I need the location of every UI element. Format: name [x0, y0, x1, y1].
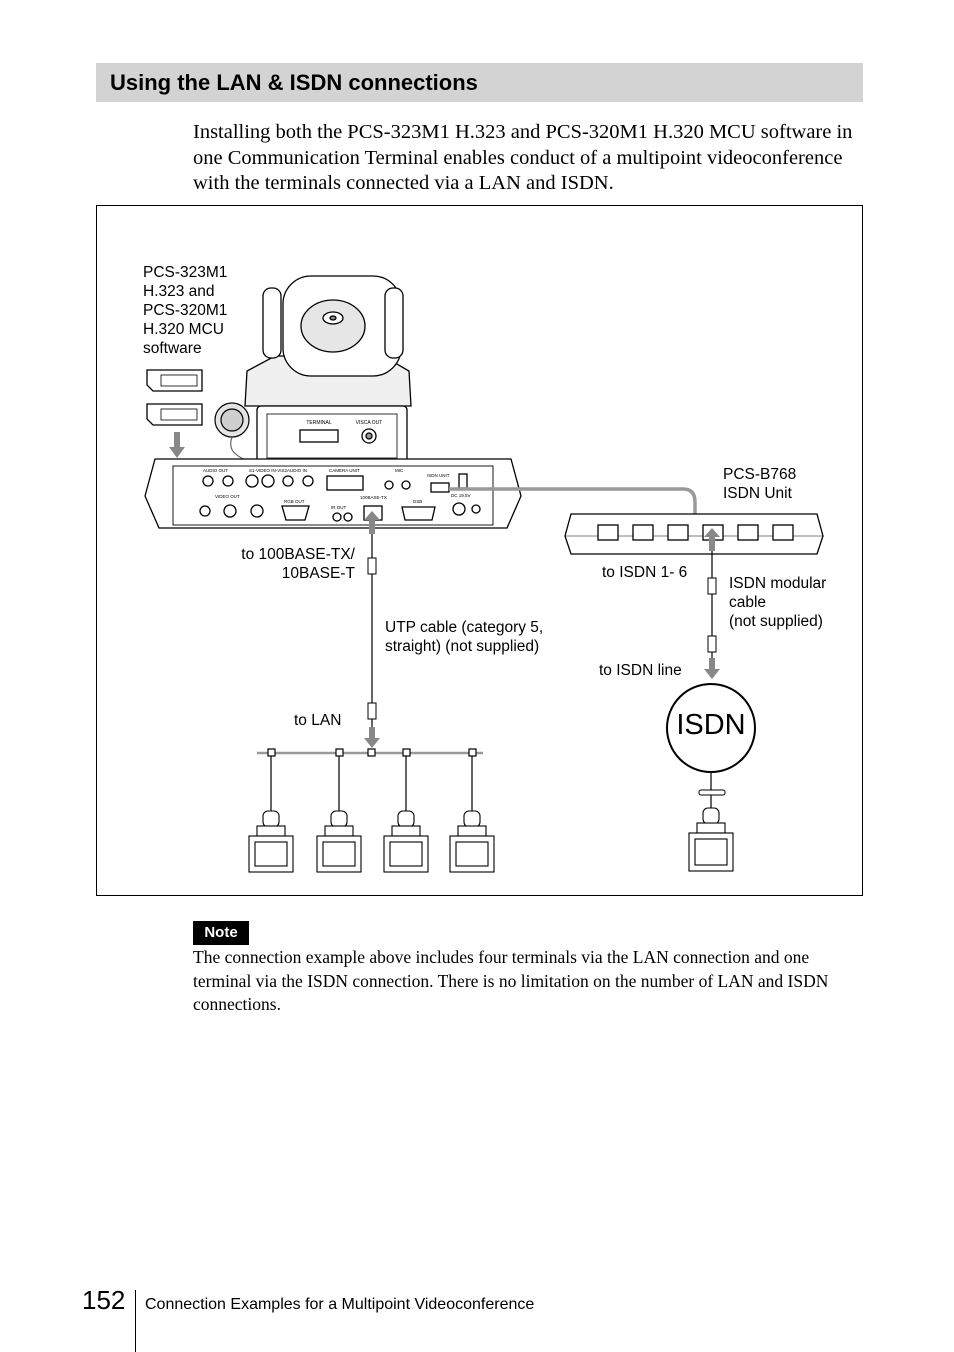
isdn-terminal: [688, 807, 734, 872]
panel-label-audio-out: AUDIO OUT: [203, 468, 228, 473]
isdn-modular-cable-label: ISDN modular cable (not supplied): [729, 575, 827, 630]
isdn-network-label: ISDN: [676, 709, 746, 741]
panel-label-rgb-out: RGB OUT: [284, 499, 305, 504]
panel-label-mic: MIC: [395, 468, 404, 473]
isdn-unit-cable: [449, 487, 697, 514]
isdn-unit-label: PCS-B768 ISDN Unit: [723, 466, 797, 502]
lan-terminal: [449, 810, 495, 873]
panel-label-ir-out: IR OUT: [331, 505, 347, 510]
footer-divider: [135, 1290, 136, 1352]
to-isdn-line-label: to ISDN line: [599, 662, 682, 679]
panel-label-video-out: VIDEO OUT: [215, 494, 240, 499]
lan-terminal: [248, 810, 294, 873]
panel-label-dsb: DSB: [413, 499, 422, 504]
section-header-bar: Using the LAN & ISDN connections: [96, 63, 863, 102]
software-label: PCS-323M1 H.323 and PCS-320M1 H.320 MCU …: [143, 264, 228, 357]
isdn-unit-small-icon: [698, 789, 726, 796]
connection-diagram: TERMINAL VISCA OUT: [96, 205, 863, 896]
software-card-icon: [146, 369, 203, 426]
isdn-unit-illustration: [564, 513, 824, 555]
intro-paragraph: Installing both the PCS-323M1 H.323 and …: [193, 121, 853, 194]
panel-label-camera-unit: CAMERA UNIT: [329, 468, 360, 473]
utp-cable: [364, 511, 380, 748]
panel-label-isdn-unit: ISDN UNIT: [427, 473, 450, 478]
lan-terminal: [316, 810, 362, 873]
panel-label-dc-in: DC 19.5V: [451, 493, 471, 498]
panel-label-terminal: TERMINAL: [306, 420, 332, 426]
footer-section-title: Connection Examples for a Multipoint Vid…: [145, 1296, 535, 1313]
diagram-drawing: TERMINAL VISCA OUT: [144, 275, 824, 873]
codec-unit-illustration: [144, 458, 522, 529]
panel-label-s-video: S1-VIDEO IN-VIS2: [249, 468, 288, 473]
to-100base-label: to 100BASE-TX/ 10BASE-T: [241, 546, 355, 582]
microphone-illustration: [214, 402, 250, 462]
section-title: Using the LAN & ISDN connections: [110, 70, 478, 95]
panel-label-audio-in: AUDIO IN: [287, 468, 307, 473]
lan-terminal: [383, 810, 429, 873]
isdn-modular-cable: [704, 528, 720, 679]
utp-cable-label: UTP cable (category 5, straight) (not su…: [385, 619, 544, 655]
panel-label-vsga-out: VISCA OUT: [356, 420, 383, 426]
camera-unit-illustration: [244, 275, 412, 465]
note-badge: Note: [193, 921, 249, 945]
panel-label-lan-port: 100BASE-TX: [360, 495, 387, 500]
to-isdn-1-6-label: to ISDN 1- 6: [602, 564, 688, 581]
to-lan-label: to LAN: [294, 712, 342, 729]
down-arrow-icon: [169, 432, 185, 458]
note-text: The connection example above includes fo…: [193, 947, 829, 1014]
page-number: 152: [82, 1285, 126, 1315]
lan-bus: [257, 748, 483, 811]
